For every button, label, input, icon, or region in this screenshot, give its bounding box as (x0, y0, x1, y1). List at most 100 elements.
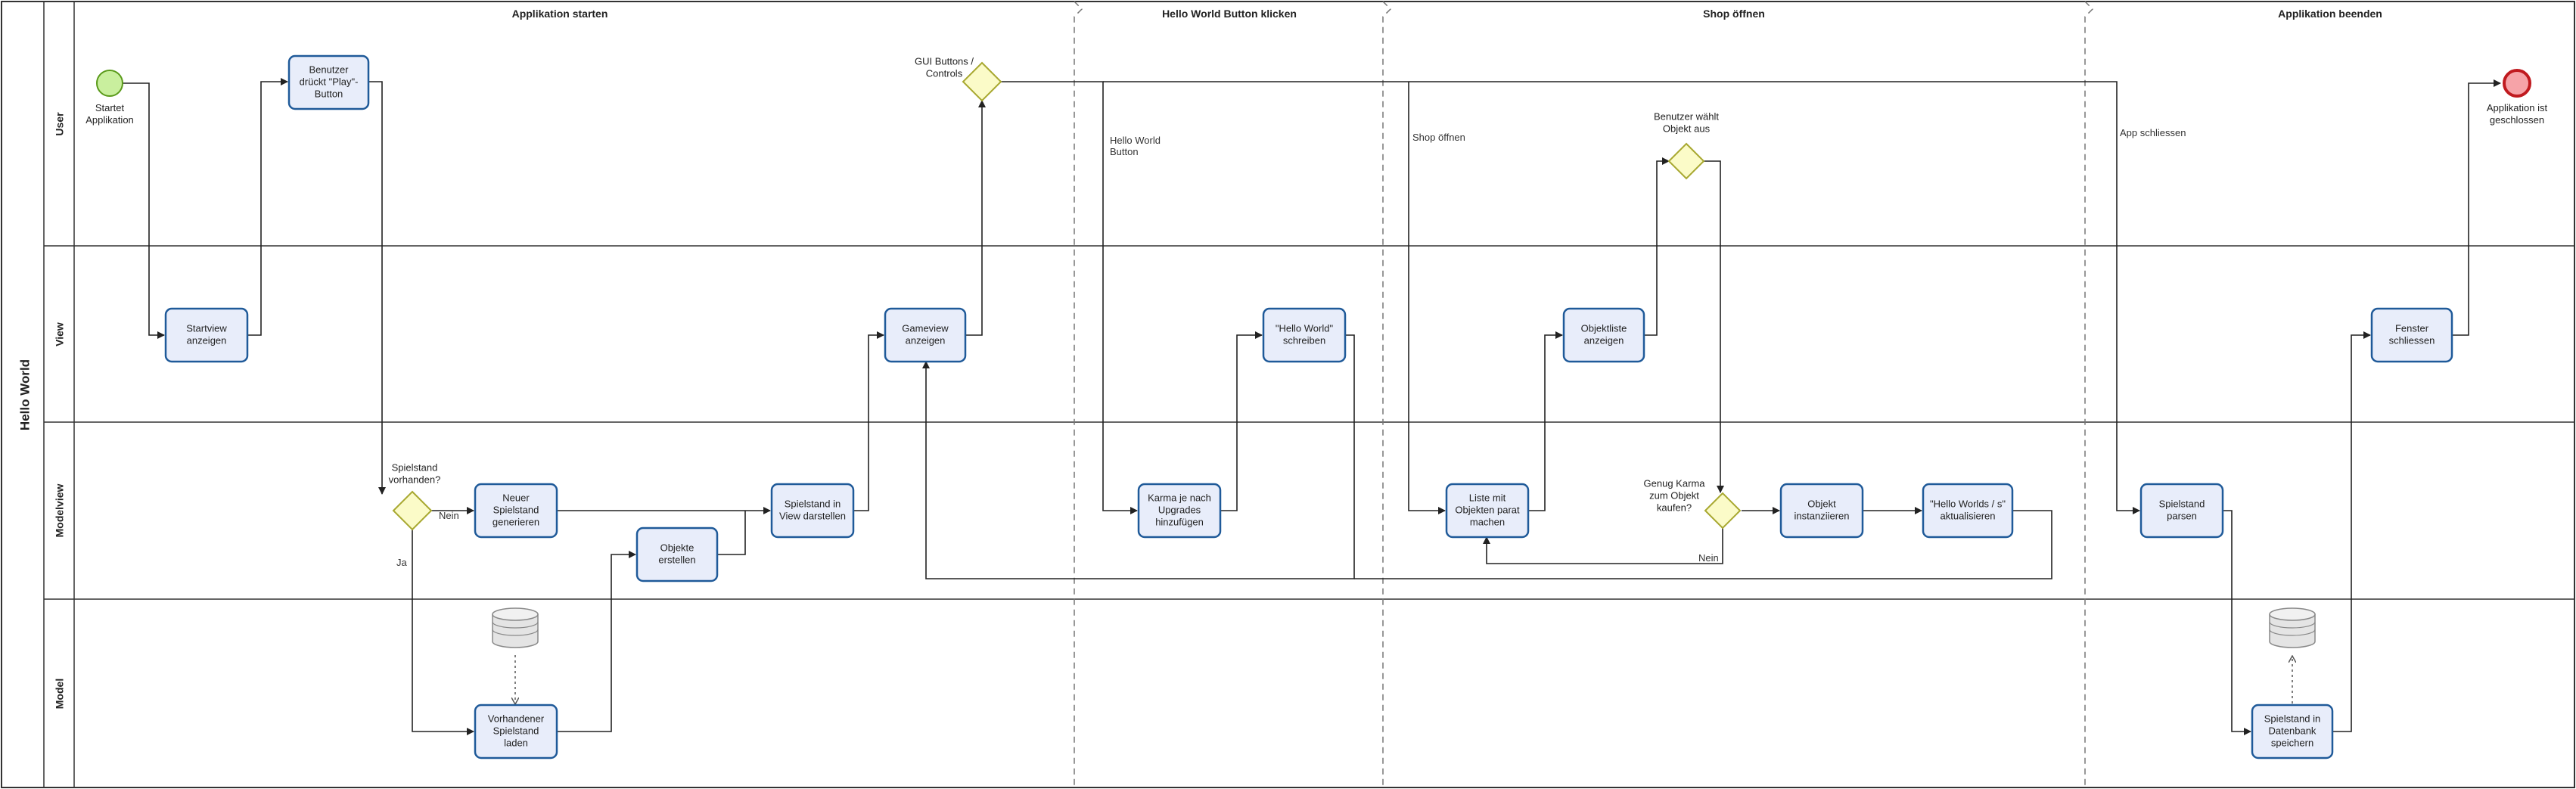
task-hwAktual[interactable]: "Hello Worlds / s"aktualisieren (1922, 483, 2014, 539)
end-event-label-line: Applikation ist (2487, 102, 2548, 113)
task-label-line: Objekt (1807, 498, 1836, 509)
task-label-line: Spielstand in (2264, 713, 2320, 724)
task-label-line: anzeigen (1584, 334, 1624, 346)
task-box (2370, 307, 2453, 363)
lane-label-modelview: Modelview (54, 483, 66, 537)
task-box (2251, 704, 2334, 759)
task-label-line: Vorhandener (488, 713, 545, 724)
gateway-label-line: GUI Buttons / (915, 55, 974, 67)
task-label-line: "Hello World" (1276, 322, 1334, 334)
task-box (1562, 307, 1645, 363)
start-event-label-line: Applikation (85, 114, 134, 126)
database-icon (2269, 614, 2316, 648)
sequence-flows (123, 78, 2501, 735)
task-label-line: parsen (2167, 510, 2197, 521)
task-label-line: Upgrades (1158, 504, 1201, 515)
svg-text:Modelview: Modelview (54, 483, 66, 537)
flow-objektliste-to-gwwaehlt (1644, 157, 1670, 336)
flow-laden-to-objekte (557, 551, 636, 732)
task-label-line: Button (315, 88, 343, 99)
task-label-line: Liste mit (1469, 492, 1506, 503)
database-ring (492, 621, 539, 629)
task-label-line: Objekte (660, 542, 694, 553)
svg-text:User: User (54, 112, 66, 136)
gateway-label-line: kaufen? (1657, 502, 1692, 513)
task-label-line: Benutzer (309, 64, 349, 75)
edge-label-shop-oeffnen: Shop öffnen (1412, 132, 1465, 143)
task-label-line: hinzufügen (1155, 516, 1204, 527)
lane-label-model: Model (54, 679, 66, 709)
data-associations (515, 655, 2292, 704)
task-label-line: erstellen (658, 554, 695, 565)
flow-startview-to-playbtn (247, 78, 288, 336)
task-box (884, 307, 967, 363)
phase-title-shop: Shop öffnen (1703, 8, 1765, 20)
task-label-line: View darstellen (779, 510, 846, 521)
phase-dividers (1074, 1, 2094, 787)
task-hwSchreiben[interactable]: "Hello World"schreiben (1262, 307, 1347, 363)
task-box (1137, 483, 1222, 539)
database-top (492, 607, 539, 621)
task-label-line: Karma je nach (1148, 492, 1211, 503)
gateway-label-line: Controls (926, 67, 963, 79)
flow-gwgui-to-karma (1001, 81, 1138, 514)
flow-parsen-to-speichern (2223, 510, 2251, 735)
task-label-line: "Hello Worlds / s" (1930, 498, 2006, 509)
flow-liste-to-objektliste (1528, 331, 1563, 511)
gateway-label-line: Spielstand (392, 461, 438, 473)
gateway-label-line: vorhanden? (389, 474, 441, 485)
pool-title: Hello World (17, 359, 32, 430)
gateway-label-line: Benutzer wählt (1654, 110, 1719, 122)
flow-playbtn-to-gw1 (368, 81, 386, 495)
task-label-line: Datenbank (2269, 725, 2317, 736)
edge-label-app-schliessen: App schliessen (2120, 127, 2186, 138)
database-db1 (492, 607, 539, 648)
gateway-label-line: zum Objekt (1649, 489, 1699, 501)
flow-gw1-to-laden (412, 530, 474, 735)
gateway-gwGui[interactable]: GUI Buttons /Controls (915, 55, 1002, 102)
edge-label-hello-world-button-2: Button (1110, 146, 1139, 157)
task-label-line: Spielstand (2159, 498, 2205, 509)
gateway-diamond (1704, 492, 1742, 530)
flow-start-to-startview (123, 82, 165, 339)
task-box (2139, 483, 2224, 539)
task-label-line: Neuer (502, 492, 530, 503)
svg-text:View: View (54, 322, 66, 346)
flow-fenster-to-end (2452, 79, 2501, 336)
task-box (474, 483, 558, 539)
database-ring (492, 629, 539, 636)
task-box (1922, 483, 2014, 539)
task-label-line: Spielstand in (785, 498, 841, 509)
task-box (770, 483, 855, 539)
svg-text:Model: Model (54, 679, 66, 709)
task-label-line: Spielstand (493, 725, 539, 736)
edge-label-ja: Ja (396, 557, 408, 568)
phase-title-end: Applikation beenden (2278, 8, 2382, 20)
task-box (1779, 483, 1864, 539)
task-label-line: Objekten parat (1455, 504, 1520, 515)
task-label-line: anzeigen (906, 334, 946, 346)
database-icon (492, 614, 539, 648)
task-label-line: drückt "Play"- (300, 76, 359, 87)
task-box (635, 527, 719, 582)
task-box (1262, 307, 1347, 363)
